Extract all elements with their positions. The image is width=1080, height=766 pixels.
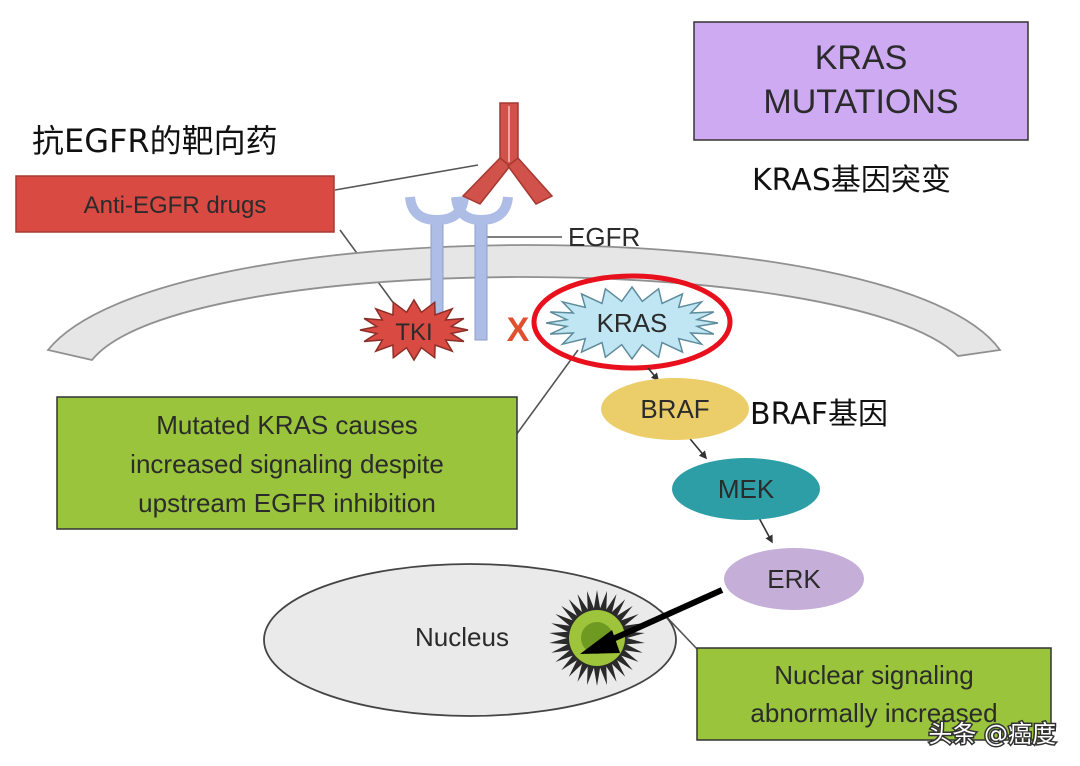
braf-chinese-label: BRAF基因 — [750, 397, 888, 432]
egfr-label: EGFR — [568, 222, 640, 252]
arrow-mek-erk — [757, 515, 773, 544]
mutated-kras-line1: Mutated KRAS causes — [156, 410, 418, 440]
erk-to-nucleus-arrowhead — [580, 630, 620, 654]
anti-egfr-drugs-box — [15, 175, 335, 233]
connector-lines — [334, 164, 699, 651]
mutated-kras-line2: increased signaling despite — [130, 449, 444, 479]
connector-drugs-antibody — [334, 164, 479, 191]
inhibition-x-mark: X — [507, 311, 530, 349]
nuclear-signaling-line1: Nuclear signaling — [774, 660, 973, 690]
braf-label: BRAF — [640, 394, 709, 424]
anti-egfr-chinese-label: 抗EGFR的靶向药 — [32, 122, 278, 160]
nuclear-signaling-line2: abnormally increased — [750, 698, 997, 728]
kras-label: KRAS — [597, 308, 668, 338]
cell-membrane — [46, 244, 1002, 362]
mek-label: MEK — [718, 474, 775, 504]
nucleus-shape — [263, 563, 677, 717]
egfr-receptor-icon — [405, 196, 513, 341]
erk-label: ERK — [767, 564, 821, 594]
kras-highlight-ring — [531, 273, 733, 371]
arrow-kras-braf — [647, 367, 660, 382]
anti-egfr-drugs-label: Anti-EGFR drugs — [84, 192, 267, 219]
mutated-kras-line3: upstream EGFR inhibition — [138, 488, 436, 518]
nucleus-label: Nucleus — [415, 622, 509, 652]
tki-starburst-icon — [359, 298, 469, 362]
kras-mutations-line2: MUTATIONS — [763, 83, 958, 121]
nuclear-signaling-box — [696, 647, 1052, 741]
kras-mutations-chinese-label: KRAS基因突变 — [752, 163, 951, 198]
braf-node — [601, 378, 749, 440]
kras-mutations-box — [693, 21, 1029, 141]
watermark: 头条 @癌度 — [928, 720, 1056, 748]
connector-green-kras — [515, 349, 579, 436]
tki-label: TKI — [395, 319, 432, 346]
antibody-icon — [461, 102, 554, 205]
kras-mutations-line1: KRAS — [815, 39, 908, 77]
mutated-kras-box — [56, 396, 518, 530]
kras-starburst-icon — [545, 285, 719, 361]
erk-to-nucleus-arrow — [602, 587, 724, 646]
mek-node — [672, 458, 820, 520]
erk-node — [724, 548, 864, 610]
